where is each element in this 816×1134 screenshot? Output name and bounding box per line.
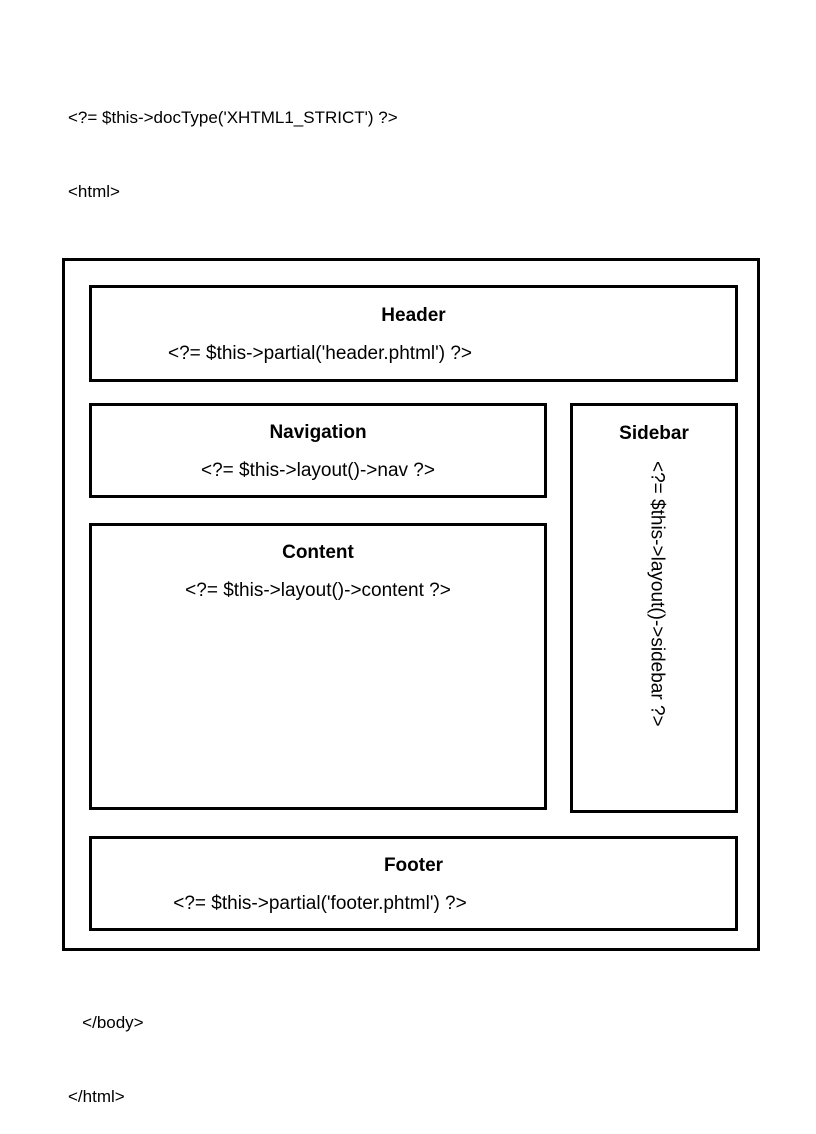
header-box-title: Header [381,305,446,326]
footer-box: Footer <?= $this->partial('footer.phtml'… [89,836,738,931]
sidebar-box-code: <?= $this->layout()->sidebar ?> [646,461,668,727]
sidebar-code-wrapper: <?= $this->layout()->sidebar ?> [573,461,735,810]
bottom-code-block: </body> </html> [68,962,144,1134]
footer-box-title: Footer [383,855,444,876]
content-box-code: <?= $this->layout()->content ?> [185,580,451,601]
code-line-html-open: <html> [68,181,120,201]
content-box: Content <?= $this->layout()->content ?> [89,523,547,810]
sidebar-box-title: Sidebar [619,423,689,444]
content-box-title: Content [282,542,354,563]
header-box-code: <?= $this->partial('header.phtml') ?> [167,343,473,364]
navigation-box-code: <?= $this->layout()->nav ?> [201,460,435,481]
navigation-box: Navigation <?= $this->layout()->nav ?> [89,403,547,498]
sidebar-box: Sidebar <?= $this->layout()->sidebar ?> [570,403,738,813]
footer-box-code: <?= $this->partial('footer.phtml') ?> [173,893,467,914]
navigation-box-title: Navigation [269,422,367,443]
body-container: Header <?= $this->partial('header.phtml'… [62,258,760,951]
code-line-body-close: </body> [68,1013,144,1032]
code-line-html-close: </html> [68,1086,125,1106]
code-line-doctype: <?= $this->docType('XHTML1_STRICT') ?> [68,108,398,127]
header-box: Header <?= $this->partial('header.phtml'… [89,285,738,382]
